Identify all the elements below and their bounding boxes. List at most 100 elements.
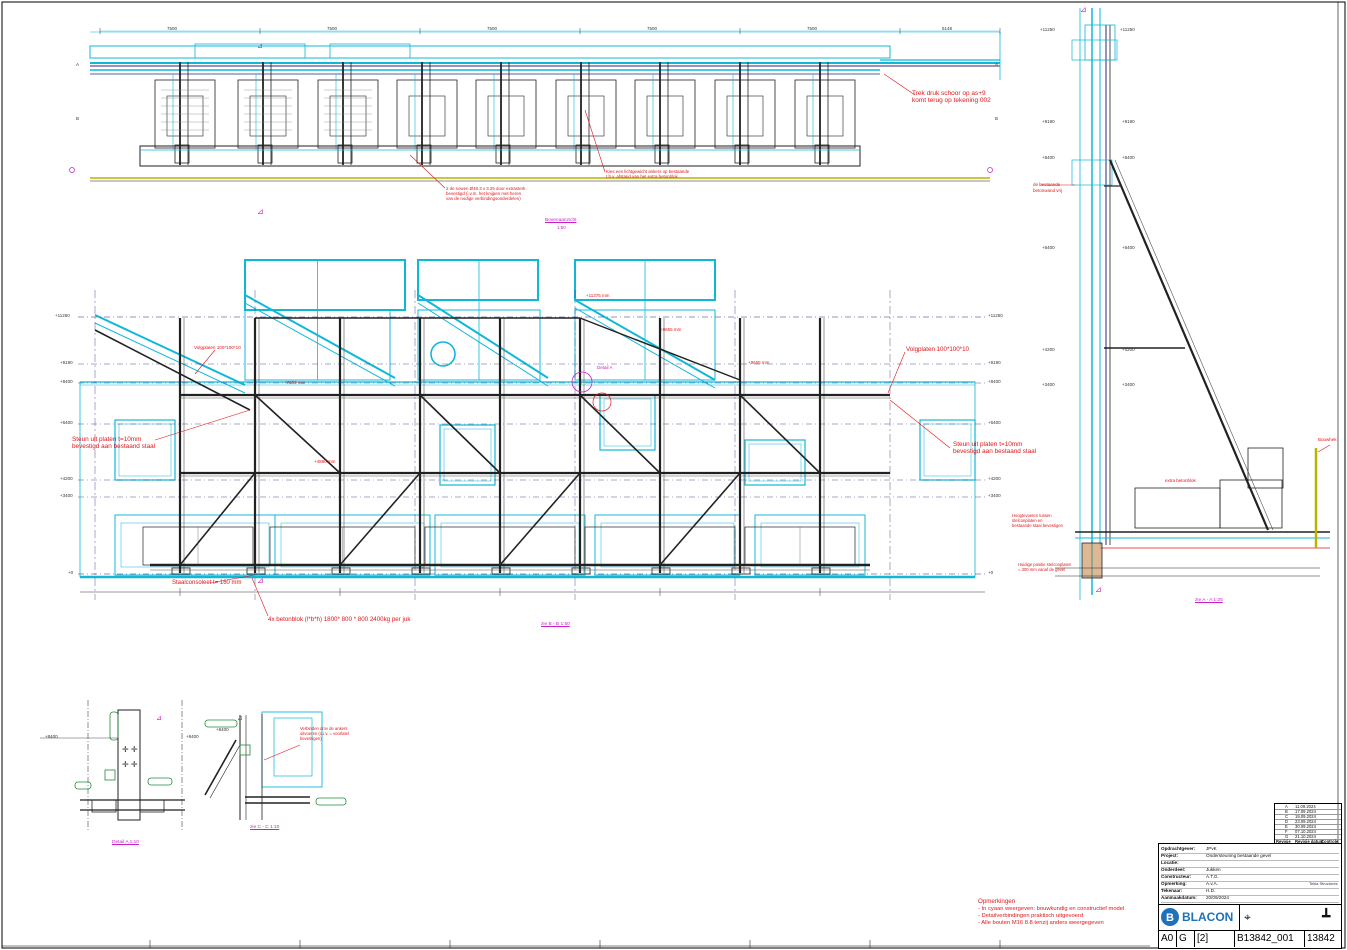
tb-key-6: Tekenaar: [1161, 888, 1183, 893]
profile-icon: ┻ [1322, 908, 1331, 924]
side-view-label: zie A - A 1:25 [1195, 598, 1223, 603]
side-level-11250: +11250 [1120, 27, 1135, 32]
rev-a: A [1285, 804, 1288, 809]
projection-icon: ⌖ [1244, 910, 1251, 924]
side-level-4200-l: +4200 [1042, 347, 1055, 352]
cyan-frame [244, 259, 406, 311]
side-level-8400-l: +8400 [1042, 155, 1055, 160]
top-module [794, 62, 856, 165]
cyan-panel [244, 260, 391, 381]
steel-column [171, 318, 191, 575]
steel-beam [180, 471, 890, 477]
steel-beam [180, 393, 890, 399]
side-level-3400: +3400 [1122, 382, 1135, 387]
detail-a-label: Detail A 1:10 [112, 840, 139, 845]
blacon-logo: B BLACON [1160, 905, 1240, 929]
side-level-6400-l: +6400 [1042, 245, 1055, 250]
rev-f-date: 07.10.2024 [1295, 829, 1316, 834]
concrete-block [269, 526, 416, 566]
steel-column [731, 318, 751, 575]
steel-column [246, 318, 266, 575]
level-3400-r: +3400 [988, 493, 1001, 498]
svg-text:A: A [995, 62, 998, 67]
staalconsoleet-note: Staalconsoleet t= 160 mm [172, 580, 242, 586]
level-8400: +8400 [60, 379, 73, 384]
concrete-block [424, 526, 576, 566]
side-level-6400: +6400 [1122, 245, 1135, 250]
side-note-5b: = 300 mm vanaf de gevel [1018, 567, 1066, 572]
steel-column [571, 318, 591, 575]
top-module [154, 62, 216, 165]
rev-header-2: Revisie datum [1295, 839, 1324, 844]
side-note-4a: Hoogtevoeten tussen [1012, 513, 1052, 518]
top-note-1a: 2 de sowen Ø48.3 x 3.25 door extrasterk [446, 186, 526, 191]
rev-c: C [1285, 814, 1289, 819]
level-0-r: +0 [988, 570, 994, 575]
top-module [634, 62, 696, 165]
volgplaten-right: Volgplaten 100*100*10 [906, 346, 969, 353]
steel-brace [339, 472, 421, 566]
rev-d: D [1285, 819, 1289, 824]
svg-text:⊿: ⊿ [1095, 585, 1102, 594]
steel-brace [739, 394, 821, 474]
dim-2: 7500 [327, 26, 338, 31]
svg-text:⊿: ⊿ [237, 715, 243, 722]
rev-b-date: 17.09.2024 [1295, 809, 1316, 814]
cyan-roof [574, 299, 716, 389]
tb-key-1: Project: [1161, 853, 1179, 858]
top-module [396, 62, 458, 165]
steel-brace [579, 394, 661, 474]
top-dimensions [99, 28, 1001, 34]
cell-size: A0 [1161, 933, 1174, 944]
level-4200: +4200 [60, 476, 73, 481]
detail-c: ⊿ [204, 711, 347, 820]
svg-text:B: B [1166, 912, 1174, 924]
level-11250: +11250 [55, 313, 70, 318]
svg-text:B: B [995, 116, 998, 121]
level-4200-r: +4200 [988, 476, 1001, 481]
side-note-2: extra betonblok [1165, 478, 1196, 483]
cyan-roof [94, 314, 246, 394]
steel-brace [419, 394, 501, 474]
steun-left-2: bevestigd aan bestaand staal [72, 443, 156, 450]
top-module [237, 62, 299, 165]
volgplaten-left: Volgplaten 100*100*10 [194, 345, 241, 350]
remarks-line-2: - Detailverbindingen praktisch uitgevoer… [978, 913, 1084, 919]
rev-b: B [1285, 809, 1288, 814]
cyan-roof [417, 294, 549, 387]
top-note-2b: t.b.v. afstand van het extra betonblok [606, 174, 678, 179]
steun-right-1: Steun uit platen t=10mm [953, 441, 1023, 448]
level-9190-r: +9190 [988, 360, 1001, 365]
elevation-level-lines [78, 290, 985, 600]
svg-text:⊿: ⊿ [257, 207, 264, 216]
steun-left-1: Steun uit platen t=10mm [72, 436, 142, 443]
cyan-panel [417, 260, 541, 381]
tb-key-0: Opdrachtgever: [1161, 846, 1196, 851]
concrete-block [584, 526, 736, 566]
cyan-window [744, 439, 806, 486]
svg-text:⊿: ⊿ [156, 715, 162, 722]
rev-f: F [1285, 829, 1288, 834]
tb-val-5: A.v.A. [1206, 881, 1218, 886]
top-note-1c: van de nodige verbindingsonderdelen) [446, 196, 521, 201]
trek-note-2: komt terug op tekening 002 [912, 97, 991, 104]
steel-column [331, 318, 351, 575]
steel-brace [499, 472, 581, 566]
side-level-8400: +8400 [1122, 155, 1135, 160]
elevation-label: zie B - B 1:50 [541, 622, 570, 627]
svg-text:A: A [76, 62, 79, 67]
side-note-3: Bouwhek [1318, 437, 1337, 442]
svg-text:B: B [76, 116, 79, 121]
steun-right-2: bevestigd aan bestaand staal [953, 448, 1037, 455]
dim-3: 7500 [487, 26, 498, 31]
rev-g-date: 21.10.2024 [1295, 834, 1316, 839]
blacon-logo-icon [1161, 908, 1179, 926]
top-modules [154, 62, 856, 165]
side-note-4c: bestaande staal bevestigen [1012, 523, 1063, 528]
front-elevation: ⊿ [78, 259, 985, 617]
top-beam [579, 317, 741, 381]
side-level-9190: +9190 [1122, 119, 1135, 124]
tekla-logo-text: Tekla Structures [1309, 881, 1338, 886]
rev-d-date: 23.09.2024 [1295, 819, 1316, 824]
